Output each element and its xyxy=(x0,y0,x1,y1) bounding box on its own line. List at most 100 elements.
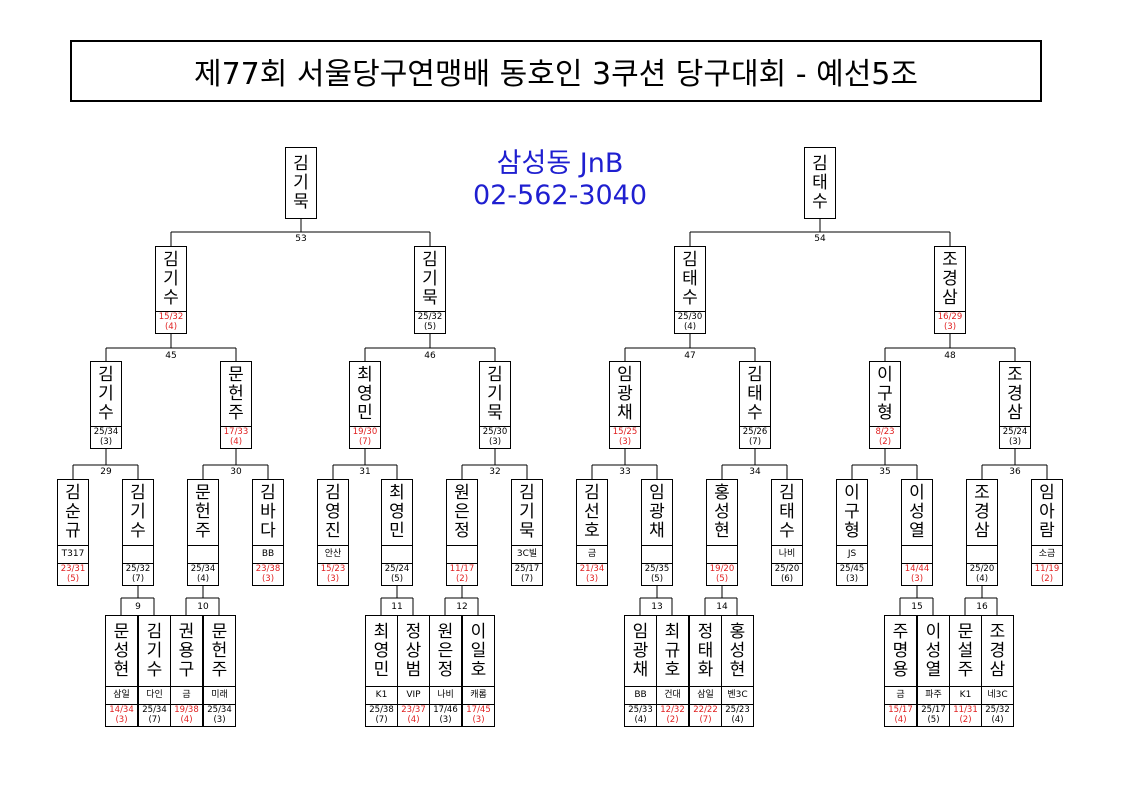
player-name-char: 다 xyxy=(260,521,276,541)
high-run: (3) xyxy=(943,322,957,332)
score-value: 25/30 xyxy=(677,312,703,322)
high-run: (3) xyxy=(439,715,452,725)
match-number: 35 xyxy=(879,467,891,477)
player-name-char: 이 xyxy=(909,483,925,503)
high-run: (5) xyxy=(715,574,729,584)
player-name-char: 채 xyxy=(617,402,633,423)
score-value: 25/32 xyxy=(417,312,443,322)
player-club: 나비 xyxy=(430,686,461,704)
score-value: 15/17 xyxy=(888,705,913,715)
player-name-char: 묵 xyxy=(422,287,438,308)
player-score: 25/20(6) xyxy=(772,563,802,585)
match-number: 34 xyxy=(749,467,761,477)
match-number: 16 xyxy=(976,602,988,612)
player-name-char: 경 xyxy=(974,502,990,522)
player-name-char: 구 xyxy=(178,659,195,680)
player-club: 소금 xyxy=(1032,545,1062,563)
player-name-char: 김 xyxy=(584,483,600,503)
player-score: 23/38(3) xyxy=(253,563,283,585)
player-name-char: 묵 xyxy=(293,191,309,212)
match-number: 10 xyxy=(197,602,209,612)
player-name-char: 임 xyxy=(632,621,649,642)
player-score: 14/34(3) xyxy=(106,704,137,726)
player-name-char: 명 xyxy=(892,640,909,661)
match-number: 45 xyxy=(165,351,177,361)
player-name-char: 기 xyxy=(293,172,309,193)
player-name-char: 문 xyxy=(957,621,974,642)
high-run: (5) xyxy=(390,574,404,584)
player-score: 12/32(2) xyxy=(657,704,688,726)
player-name-char: 선 xyxy=(584,502,600,522)
high-run: (3) xyxy=(115,715,128,725)
player-name-char: 열 xyxy=(909,521,925,541)
match-number: 54 xyxy=(814,234,826,244)
score-value: 14/34 xyxy=(109,705,134,715)
player-name-char: 경 xyxy=(1007,383,1023,404)
high-run: (3) xyxy=(585,574,599,584)
score-value: 14/44 xyxy=(904,564,930,574)
score-value: 17/33 xyxy=(223,427,249,437)
player-score: 15/25(3) xyxy=(610,426,640,448)
player-score: 25/35(5) xyxy=(642,563,672,585)
player-name-char: 김 xyxy=(146,621,163,642)
player-score: 25/34(7) xyxy=(139,704,170,726)
high-run: (4) xyxy=(683,322,697,332)
score-value: 25/20 xyxy=(774,564,800,574)
player-name-char: 범 xyxy=(405,659,422,680)
player-score: 25/34(4) xyxy=(188,563,218,585)
player-score: 23/31(5) xyxy=(58,563,88,585)
match-number: 9 xyxy=(135,602,141,612)
player-name-char: 김 xyxy=(163,249,179,270)
high-run: (7) xyxy=(358,437,372,447)
player-name-char: 기 xyxy=(519,502,535,522)
player-score: 15/23(3) xyxy=(318,563,348,585)
score-value: 15/32 xyxy=(158,312,184,322)
match-number: 30 xyxy=(230,467,242,477)
high-run: (2) xyxy=(1040,574,1054,584)
player-name-char: 광 xyxy=(649,502,665,522)
score-value: 25/24 xyxy=(1002,427,1028,437)
score-value: 25/34 xyxy=(142,705,167,715)
high-run: (4) xyxy=(407,715,420,725)
high-run: (3) xyxy=(326,574,340,584)
player-club: 건대 xyxy=(657,686,688,704)
high-run: (7) xyxy=(131,574,145,584)
player-name-char: 순 xyxy=(65,502,81,522)
score-value: 25/34 xyxy=(190,564,216,574)
player-name-char: 삼 xyxy=(942,287,958,308)
player-name-char: 기 xyxy=(487,383,503,404)
high-run: (2) xyxy=(455,574,469,584)
player-score: 25/24(3) xyxy=(1000,426,1030,448)
score-value: 25/38 xyxy=(369,705,394,715)
match-number: 13 xyxy=(651,602,663,612)
score-value: 25/45 xyxy=(839,564,865,574)
player-name-char: 구 xyxy=(844,502,860,522)
score-value: 25/26 xyxy=(742,427,768,437)
score-value: 17/45 xyxy=(466,705,491,715)
player-name-char: 영 xyxy=(325,502,341,522)
player-name-char: 헌 xyxy=(195,502,211,522)
player-score: 25/45(3) xyxy=(837,563,867,585)
player-name-char: 주 xyxy=(957,659,974,680)
player-name-char: 김 xyxy=(487,364,503,385)
sponsor-phone: 02-562-3040 xyxy=(472,180,648,211)
player-name-char: 영 xyxy=(373,640,390,661)
player-score: 23/37(4) xyxy=(398,704,429,726)
player-name-char: 호 xyxy=(470,659,487,680)
score-value: 25/20 xyxy=(969,564,995,574)
player-club: 금 xyxy=(885,686,916,704)
